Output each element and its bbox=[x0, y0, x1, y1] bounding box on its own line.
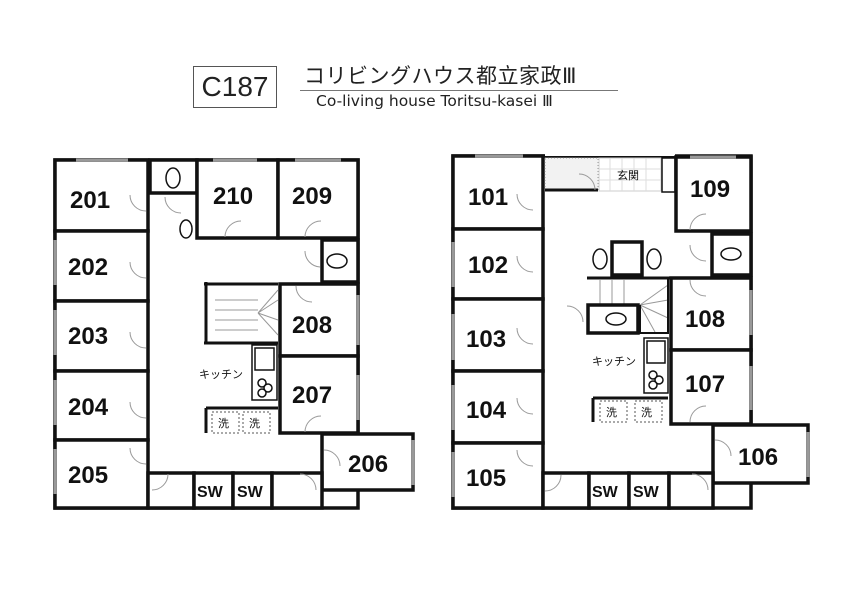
sw-label: SW bbox=[633, 484, 660, 501]
windows bbox=[53, 158, 415, 494]
stair-steps bbox=[215, 289, 279, 336]
stove-icon bbox=[257, 378, 267, 388]
floor-2-plan: 201 202 203 204 205 206 207 208 209 210 … bbox=[53, 158, 415, 510]
room-label-207: 207 bbox=[292, 382, 332, 409]
room-label-201: 201 bbox=[70, 187, 110, 214]
sw-2 bbox=[231, 471, 274, 510]
room-label-209: 209 bbox=[292, 183, 332, 210]
room-202[interactable] bbox=[53, 229, 150, 303]
room-label-203: 203 bbox=[68, 323, 108, 350]
room-label-104: 104 bbox=[466, 397, 507, 424]
room-label-109: 109 bbox=[690, 176, 730, 203]
room-203[interactable] bbox=[53, 299, 150, 373]
washer-label: 洗 bbox=[218, 417, 229, 430]
storage-box bbox=[610, 240, 644, 277]
washer-1 bbox=[211, 411, 240, 434]
entrance-label: 玄関 bbox=[617, 168, 639, 182]
washbasin-icon bbox=[646, 248, 662, 270]
room-label-205: 205 bbox=[68, 462, 108, 489]
washer-label: 洗 bbox=[641, 406, 652, 419]
sw-label: SW bbox=[237, 484, 264, 501]
room-206[interactable] bbox=[320, 432, 415, 492]
washer-wall bbox=[204, 406, 278, 433]
washer-2 bbox=[634, 400, 663, 423]
room-204[interactable] bbox=[53, 369, 150, 442]
stair-wall bbox=[639, 278, 669, 334]
toilet-icon bbox=[605, 312, 627, 326]
washer-2 bbox=[242, 411, 271, 434]
sw-label: SW bbox=[197, 484, 224, 501]
stove-burner bbox=[648, 380, 658, 390]
toilet-icon bbox=[326, 253, 348, 269]
room-label-206: 206 bbox=[348, 451, 388, 478]
kitchen-label: キッチン bbox=[592, 355, 636, 368]
room-label-210: 210 bbox=[213, 183, 253, 210]
room-label-106: 106 bbox=[738, 444, 778, 471]
entrance-genkan[interactable] bbox=[598, 157, 662, 192]
room-label-204: 204 bbox=[68, 394, 109, 421]
room-label-208: 208 bbox=[292, 312, 332, 339]
sink-icon bbox=[254, 347, 275, 371]
washer-1 bbox=[599, 400, 628, 423]
property-code: C187 bbox=[193, 66, 277, 108]
entrance-opening bbox=[545, 150, 675, 156]
toilet-1f-center bbox=[586, 303, 640, 335]
property-title-jp: コリビングハウス都立家政Ⅲ bbox=[304, 64, 577, 88]
room-label-108: 108 bbox=[685, 306, 725, 333]
stove-burner bbox=[263, 383, 273, 393]
washer-wall bbox=[591, 396, 668, 422]
sink-icon bbox=[646, 340, 666, 364]
room-107[interactable] bbox=[669, 348, 753, 426]
room-label-102: 102 bbox=[468, 252, 508, 279]
room-109[interactable] bbox=[674, 155, 753, 233]
sw-1 bbox=[587, 471, 631, 510]
room-label-202: 202 bbox=[68, 254, 108, 281]
room-label-105: 105 bbox=[466, 465, 506, 492]
washer-label: 洗 bbox=[606, 406, 617, 419]
room-label-103: 103 bbox=[466, 326, 506, 353]
door-swings bbox=[129, 194, 341, 491]
washer-label: 洗 bbox=[249, 417, 260, 430]
stairs-2f bbox=[204, 282, 278, 345]
washbasin-icon bbox=[179, 219, 193, 239]
room-106[interactable] bbox=[711, 423, 810, 485]
toilet-icon bbox=[165, 167, 181, 189]
room-label-101: 101 bbox=[468, 184, 508, 211]
shoe-box bbox=[661, 157, 676, 193]
windows bbox=[451, 154, 810, 497]
tile-grid bbox=[599, 158, 661, 191]
property-title-en: Co-living house Toritsu-kasei Ⅲ bbox=[316, 92, 553, 110]
title-divider bbox=[300, 90, 618, 91]
door-swings bbox=[516, 173, 732, 492]
stair-steps bbox=[599, 280, 669, 333]
floor-1-plan: 101 102 103 104 105 106 107 108 109 玄関 キ… bbox=[451, 150, 810, 510]
stove-burner bbox=[654, 375, 664, 385]
toilet-icon bbox=[720, 247, 742, 261]
sw-2 bbox=[627, 471, 671, 510]
entrance-floor bbox=[544, 157, 599, 191]
kitchen-label: キッチン bbox=[199, 368, 243, 381]
stove-burner bbox=[257, 388, 267, 398]
corridor-box bbox=[146, 471, 196, 510]
sw-label: SW bbox=[592, 484, 619, 501]
corridor-box bbox=[270, 471, 324, 510]
washbasin-icon bbox=[592, 248, 608, 270]
room-label-107: 107 bbox=[685, 371, 725, 398]
stove-icon bbox=[648, 370, 658, 380]
corridor-box bbox=[667, 471, 715, 510]
